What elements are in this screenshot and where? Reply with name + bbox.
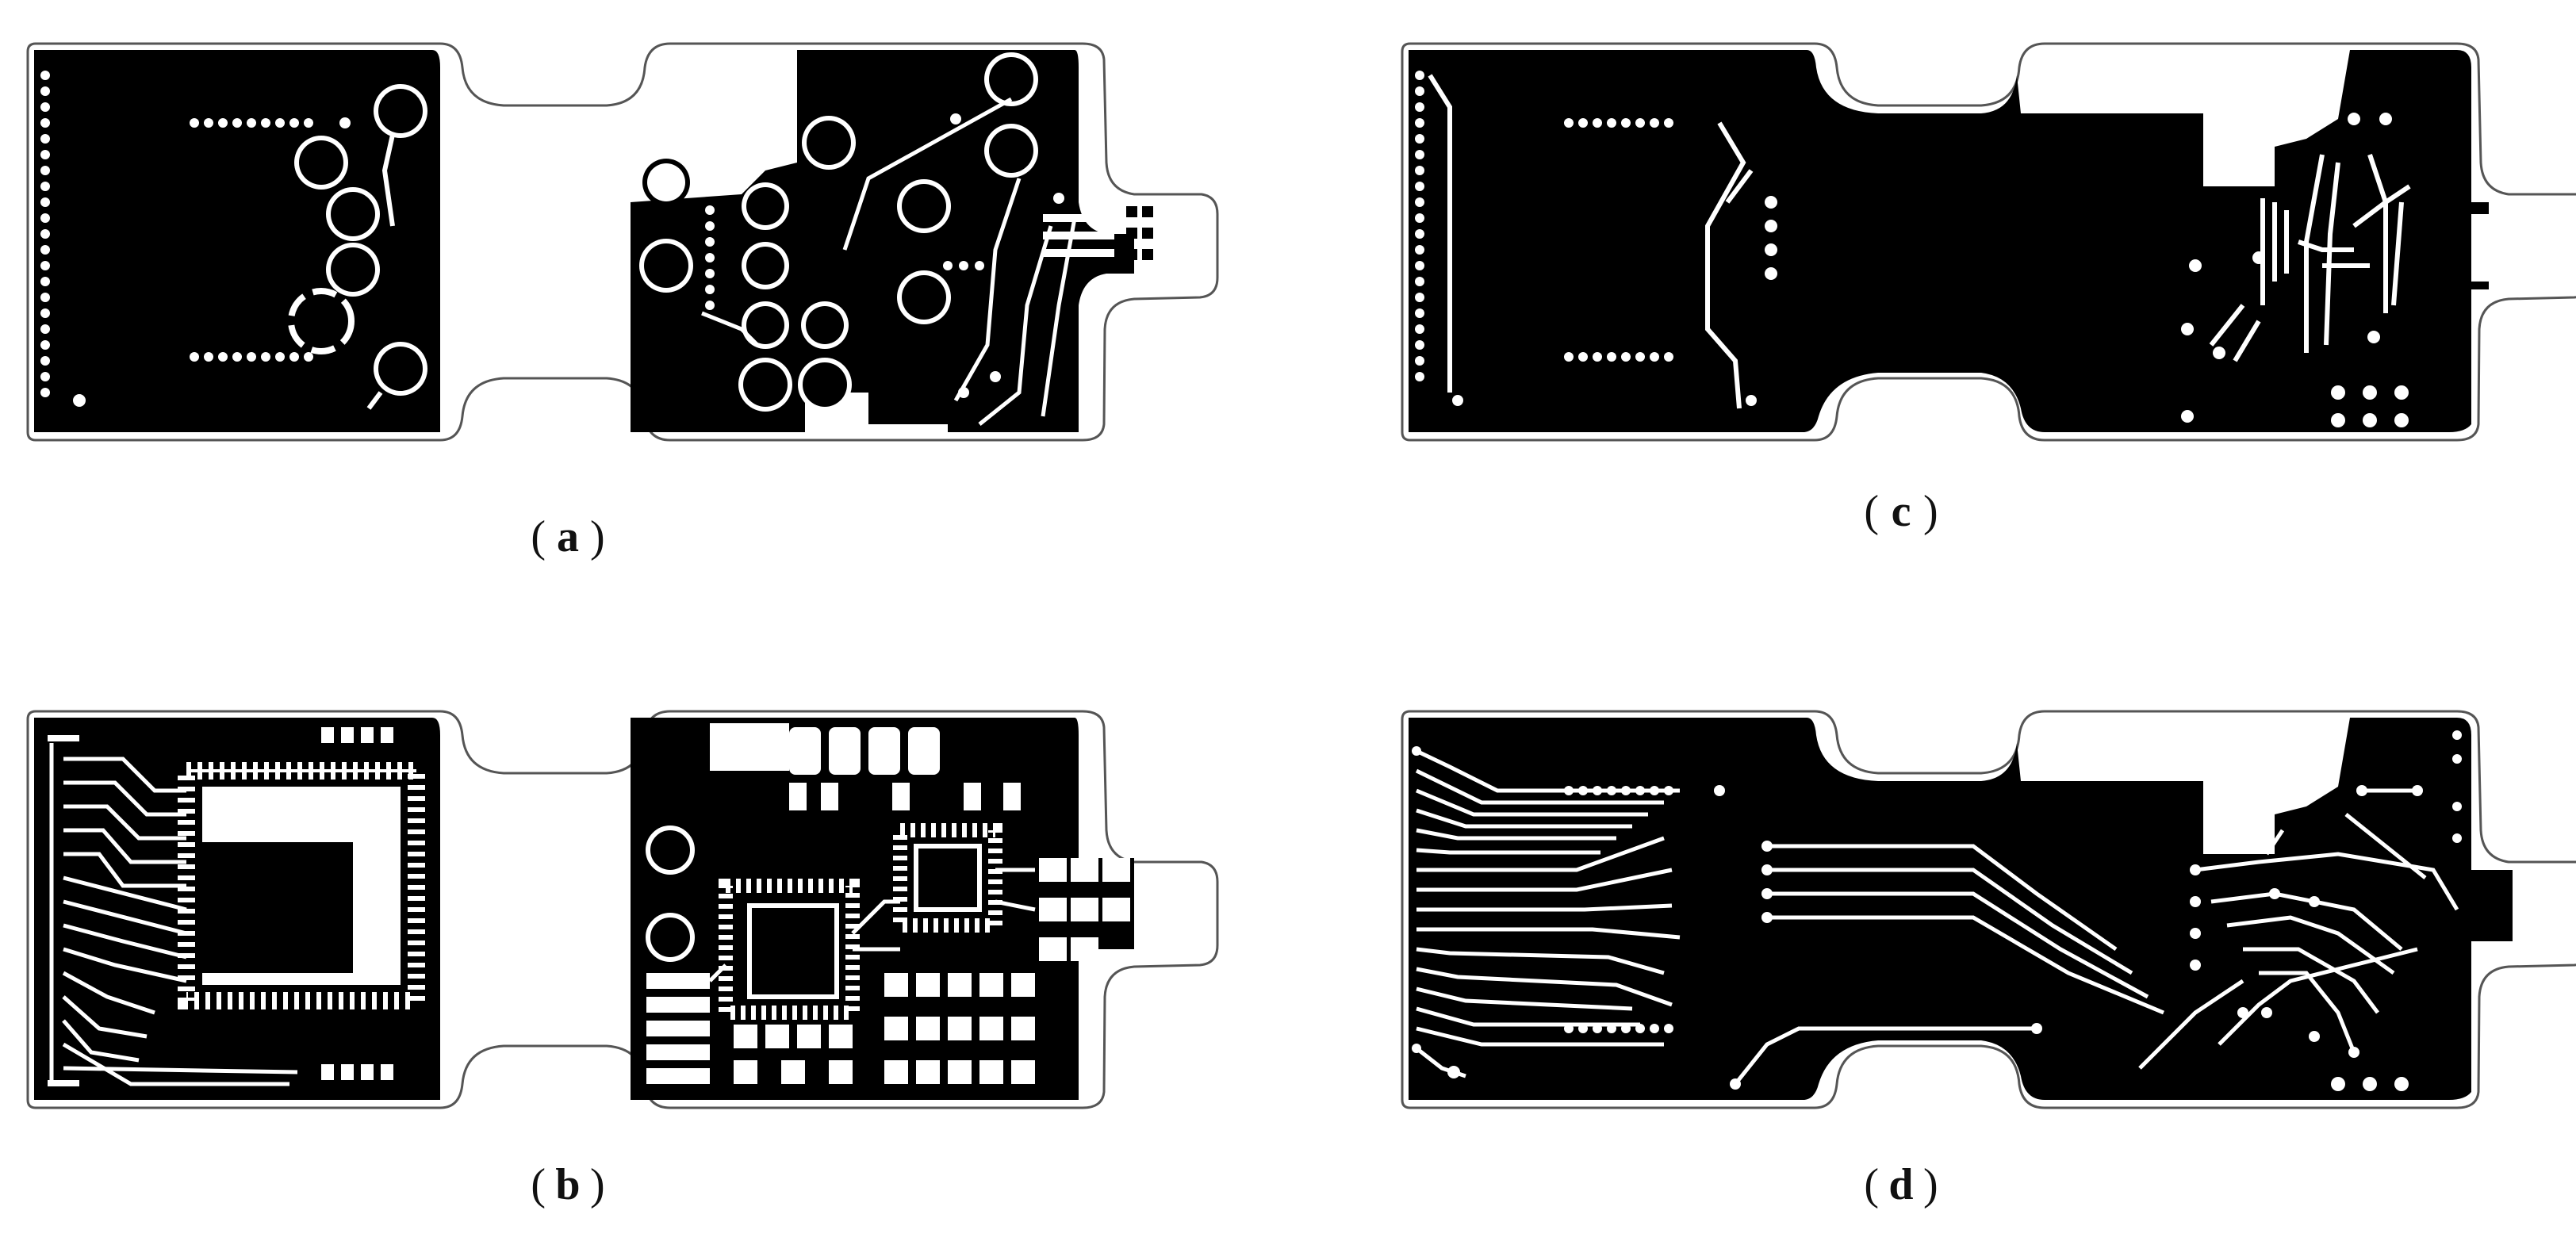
traces-c — [1428, 74, 2411, 409]
caption-b-open: ( — [531, 1160, 546, 1209]
edge-tabs-b — [48, 727, 393, 1086]
copper-pour-d — [1409, 718, 2513, 1100]
caption-c-close: ) — [1923, 487, 1938, 536]
vias-d — [1412, 730, 2566, 1091]
caption-d-open: ( — [1864, 1160, 1879, 1209]
pads-a — [288, 84, 427, 410]
copper-pour-right-b — [631, 718, 1134, 1100]
caption-c-open: ( — [1864, 487, 1879, 536]
edge-pins-a — [40, 71, 50, 397]
vias-c — [1415, 71, 2409, 427]
caption-d-letter: d — [1888, 1160, 1913, 1209]
caption-a: ( a ) — [531, 512, 604, 561]
components-right-a — [639, 52, 1153, 426]
caption-c-letter: c — [1892, 487, 1911, 536]
caption-a-letter: a — [557, 512, 579, 561]
caption-b: ( b ) — [531, 1160, 604, 1209]
panel-b — [26, 710, 1219, 1109]
caption-a-open: ( — [531, 512, 546, 561]
panel-a — [26, 42, 1219, 442]
caption-d-close: ) — [1923, 1160, 1938, 1209]
caption-b-letter: b — [555, 1160, 580, 1209]
panel-d — [1401, 710, 2576, 1109]
qfn-footprint-b — [178, 762, 425, 1009]
caption-c: ( c ) — [1864, 487, 1938, 536]
caption-d: ( d ) — [1864, 1160, 1938, 1209]
caption-a-close: ) — [590, 512, 605, 561]
panel-c — [1401, 42, 2576, 442]
caption-b-close: ) — [590, 1160, 605, 1209]
components-right-b — [646, 723, 1130, 1084]
fanout-traces-b — [49, 743, 298, 1086]
via-rows-a — [73, 117, 351, 407]
